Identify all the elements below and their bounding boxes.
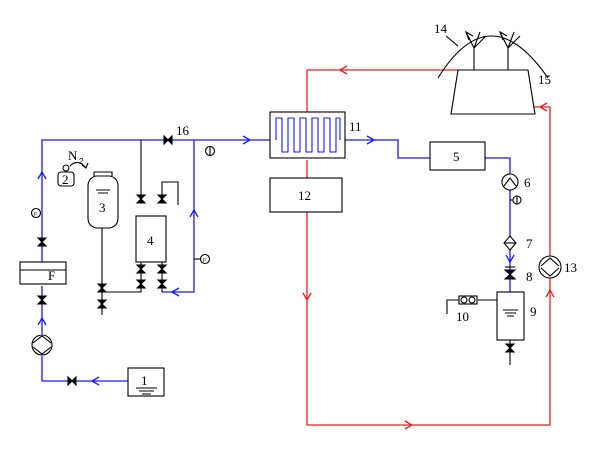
- label-8: 8: [526, 269, 533, 284]
- valve-before-filter: [36, 237, 48, 247]
- filter-f: F: [19, 261, 67, 285]
- filter-label: F: [48, 268, 55, 283]
- label-4: 4: [147, 233, 154, 248]
- valve-inlet: [67, 375, 77, 387]
- unit-5: 5: [429, 141, 486, 171]
- heater-6: 6: [501, 173, 531, 191]
- strainer-7: 7: [503, 235, 533, 251]
- nitrogen-label: N: [68, 148, 78, 163]
- label-6: 6: [524, 175, 531, 190]
- label-2: 2: [62, 172, 69, 187]
- column-9: 9: [496, 291, 537, 341]
- flow-meter-main: [204, 145, 216, 157]
- unit-12: 12: [269, 177, 343, 213]
- label-11: 11: [349, 119, 362, 134]
- pump-13: 13: [538, 255, 577, 279]
- nitrogen-subscript: 2: [79, 157, 84, 166]
- valves-vessel-4: [135, 181, 179, 289]
- label-16: 16: [176, 123, 190, 138]
- gauge-branch-label: p: [203, 257, 206, 263]
- label-7: 7: [526, 236, 533, 251]
- heat-exchanger-11: 11: [269, 111, 362, 159]
- valve-16: 16: [163, 123, 190, 146]
- nitrogen-bottle-2: 2 N 2: [57, 148, 89, 187]
- tower-15: 15: [450, 69, 551, 115]
- valve-tank3-outlet: [96, 283, 108, 309]
- label-9: 9: [530, 304, 537, 319]
- blue-flow-arrows: [37, 135, 515, 386]
- pressure-gauge-branch: p: [194, 253, 211, 265]
- vessel-4: 4: [135, 215, 167, 263]
- pump: [31, 334, 53, 356]
- label-12: 12: [298, 188, 311, 203]
- label-15: 15: [538, 72, 551, 87]
- label-3: 3: [99, 200, 106, 215]
- sensor-10: 10: [456, 295, 478, 324]
- valve-8: 8: [503, 266, 533, 284]
- valve-drain-9: [504, 343, 516, 353]
- label-10: 10: [456, 309, 469, 324]
- flow-meter-6: [510, 195, 522, 205]
- label-14: 14: [434, 21, 448, 36]
- label-13: 13: [564, 260, 577, 275]
- red-loop: [306, 69, 551, 426]
- label-5: 5: [453, 149, 460, 164]
- spray-dome-14: 14: [434, 21, 549, 79]
- pressure-gauge-left: p: [30, 207, 42, 219]
- red-flow-arrows: [302, 65, 555, 430]
- water-tank-1: 1: [127, 367, 165, 397]
- gauge-left-label: p: [34, 211, 37, 217]
- label-1: 1: [141, 373, 148, 388]
- valve-after-pump: [36, 295, 48, 305]
- chemical-tank-3: 3: [87, 171, 119, 229]
